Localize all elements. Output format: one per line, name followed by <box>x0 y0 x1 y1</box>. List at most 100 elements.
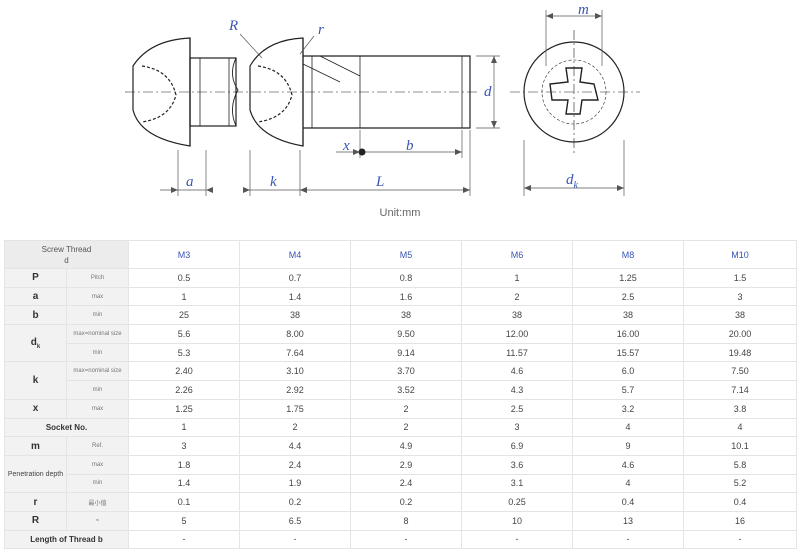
table-cell: 5 <box>128 510 240 531</box>
size-header: M10 <box>683 240 797 269</box>
table-cell: 3.70 <box>350 361 462 382</box>
table-cell: 3.6 <box>461 454 573 475</box>
label-r: r <box>318 22 324 38</box>
table-cell: 3.10 <box>239 361 351 382</box>
row-qualifier: min <box>66 380 129 400</box>
table-cell: 4.6 <box>572 454 684 475</box>
size-header: M3 <box>128 240 240 269</box>
table-cell: 4 <box>572 473 684 494</box>
label-b: b <box>406 138 414 154</box>
table-cell: 9.50 <box>350 324 462 344</box>
table-cell: 8.00 <box>239 324 351 344</box>
row-penetration-min: min 1.4 1.9 2.4 3.1 4 5.2 <box>5 473 797 494</box>
size-header: M4 <box>239 240 351 269</box>
table-cell: 0.4 <box>683 492 797 512</box>
table-cell: 5.6 <box>128 324 240 344</box>
table-cell: 6.5 <box>239 510 351 531</box>
table-cell: 2 <box>461 286 573 307</box>
table-cell: 0.1 <box>128 492 240 512</box>
row-k-min: min 2.26 2.92 3.52 4.3 5.7 7.14 <box>5 380 797 400</box>
table-cell: 1.6 <box>350 286 462 307</box>
label-x: x <box>342 138 350 154</box>
row-symbol: a <box>4 286 67 307</box>
label-k: k <box>270 174 277 190</box>
row-dk-min: min 5.3 7.64 9.14 11.57 15.57 19.48 <box>5 342 797 363</box>
table-cell: 3.1 <box>461 473 573 494</box>
table-cell: 6.9 <box>461 436 573 456</box>
label-dk: dk <box>566 172 579 191</box>
table-cell: 38 <box>683 305 797 326</box>
table-cell: 2.4 <box>239 454 351 475</box>
table-cell: 5.2 <box>683 473 797 494</box>
table-cell: 1.25 <box>128 398 240 419</box>
row-symbol: R <box>4 510 67 531</box>
row-penetration-max: Penetration depth max 1.8 2.4 2.9 3.6 4.… <box>4 454 797 494</box>
row-socket-no: Socket No. 1 2 2 3 4 4 <box>4 417 797 438</box>
table-cell: 9 <box>572 436 684 456</box>
row-symbol: k <box>4 361 67 400</box>
row-qualifier: Ref. <box>66 436 129 456</box>
table-cell: 8 <box>350 510 462 531</box>
row-symbol: r <box>4 492 67 512</box>
table-cell: 4.9 <box>350 436 462 456</box>
label-m: m <box>578 2 589 18</box>
row-qualifier: min <box>66 473 129 494</box>
table-cell: 1 <box>128 417 240 438</box>
row-symbol: m <box>4 436 67 456</box>
table-cell: 2 <box>239 417 351 438</box>
row-symbol: x <box>4 398 67 419</box>
row-qualifier: max <box>66 454 129 475</box>
table-cell: 0.2 <box>350 492 462 512</box>
screw-head-side-view-2 <box>249 37 304 147</box>
row-label: Penetration depth <box>4 454 67 494</box>
table-cell: 12.00 <box>461 324 573 344</box>
x-reference-dot <box>358 148 366 156</box>
table-cell: 0.4 <box>572 492 684 512</box>
table-cell: 4.6 <box>461 361 573 382</box>
table-cell: 19.48 <box>683 342 797 363</box>
table-cell: 3 <box>128 436 240 456</box>
row-R-large: R ≈ 5 6.5 8 10 13 16 <box>4 510 797 531</box>
row-thread-length: Length of Thread b - - - - - - <box>4 529 797 550</box>
table-cell: - <box>683 529 797 550</box>
table-cell: 38 <box>239 305 351 326</box>
size-header: M8 <box>572 240 684 269</box>
row-qualifier: max=nominal size <box>66 361 129 382</box>
table-cell: 6.0 <box>572 361 684 382</box>
table-cell: 16.00 <box>572 324 684 344</box>
table-cell: 1.4 <box>239 286 351 307</box>
table-cell: 2.9 <box>350 454 462 475</box>
table-cell: 11.57 <box>461 342 573 363</box>
row-qualifier: min <box>66 342 129 363</box>
row-qualifier: ≈ <box>66 510 129 531</box>
screw-head-side-view-1 <box>132 37 191 147</box>
table-cell: - <box>572 529 684 550</box>
table-cell: 1.75 <box>239 398 351 419</box>
table-cell: 2.5 <box>461 398 573 419</box>
table-cell: 2.92 <box>239 380 351 400</box>
row-qualifier: max <box>66 398 129 419</box>
table-cell: 3.2 <box>572 398 684 419</box>
row-pitch: P Pitch 0.5 0.7 0.8 1 1.25 1.5 <box>4 268 797 288</box>
table-cell: 7.14 <box>683 380 797 400</box>
row-symbol: P <box>4 268 67 288</box>
table-cell: 4 <box>572 417 684 438</box>
table-cell: 38 <box>572 305 684 326</box>
table-cell: 1.8 <box>128 454 240 475</box>
table-cell: 0.2 <box>239 492 351 512</box>
row-label: Socket No. <box>4 417 129 438</box>
table-cell: 3.52 <box>350 380 462 400</box>
table-cell: 38 <box>461 305 573 326</box>
table-cell: 4.4 <box>239 436 351 456</box>
label-R: R <box>228 18 238 34</box>
table-cell: 10 <box>461 510 573 531</box>
table-cell: 2.40 <box>128 361 240 382</box>
row-x: x max 1.25 1.75 2 2.5 3.2 3.8 <box>4 398 797 419</box>
table-cell: 3 <box>461 417 573 438</box>
table-cell: 1.9 <box>239 473 351 494</box>
row-symbol-dk: dk <box>4 324 67 363</box>
table-cell: 3 <box>683 286 797 307</box>
table-cell: 1.25 <box>572 268 684 288</box>
